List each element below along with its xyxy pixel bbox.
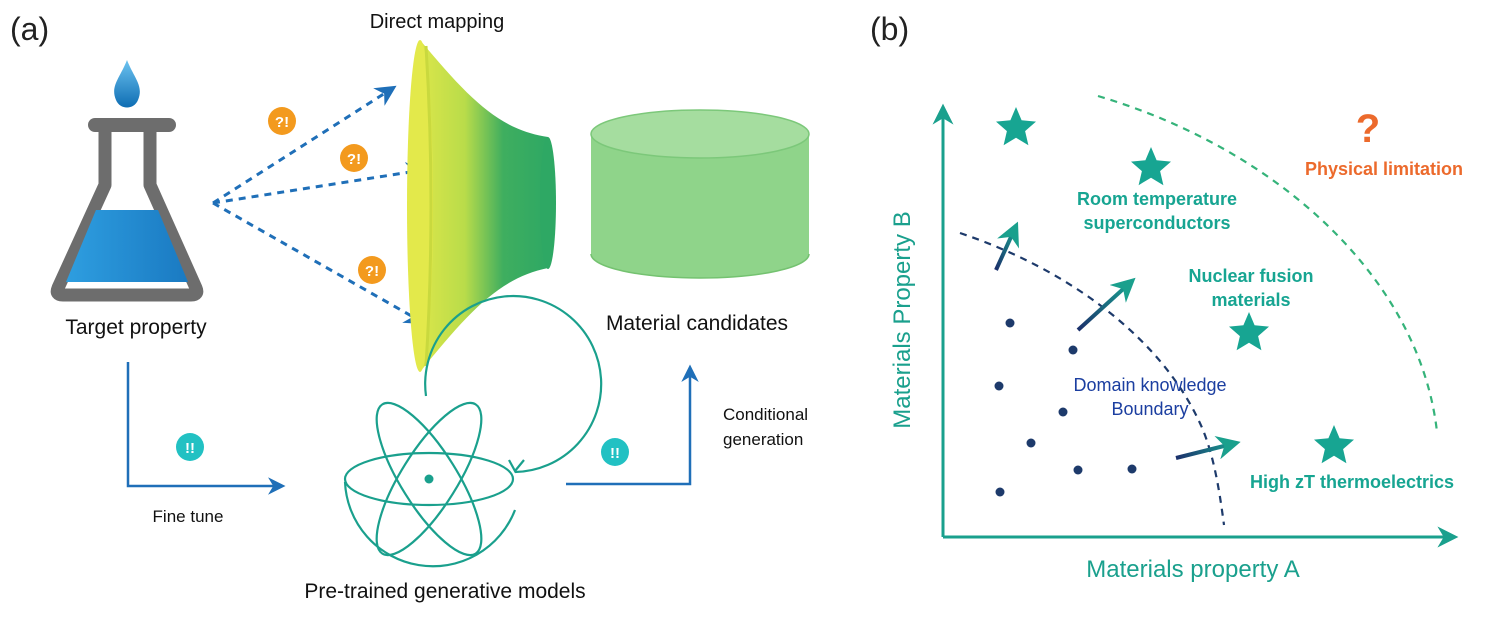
material-dot bbox=[1026, 438, 1036, 448]
target-property-label: Target property bbox=[65, 316, 207, 339]
fusion-line1: Nuclear fusion bbox=[1188, 266, 1313, 286]
material-dot bbox=[994, 381, 1004, 391]
flask-icon bbox=[50, 60, 204, 302]
star-icon bbox=[1314, 425, 1354, 464]
material-candidates-cylinder bbox=[590, 109, 810, 279]
question-badge-2: ?! bbox=[340, 144, 368, 172]
conditional-generation-arrow bbox=[566, 364, 699, 486]
material-dot bbox=[1073, 465, 1083, 475]
direct-mapping-arrows bbox=[212, 85, 428, 325]
question-badge-1: ?! bbox=[268, 107, 296, 135]
domain-knowledge-boundary bbox=[959, 231, 1226, 526]
domain-knowledge-line2: Boundary bbox=[1111, 399, 1188, 419]
funnel-icon bbox=[407, 40, 556, 372]
svg-text:?!: ?! bbox=[365, 263, 379, 280]
material-dot bbox=[995, 487, 1005, 497]
fine-tune-label: Fine tune bbox=[153, 507, 224, 526]
fine-tune-arrow bbox=[126, 362, 286, 495]
panel-b-label: (b) bbox=[870, 11, 909, 47]
room-temp-line1: Room temperature bbox=[1077, 189, 1237, 209]
question-mark: ? bbox=[1356, 107, 1380, 151]
y-axis-label: Materials Property B bbox=[889, 211, 916, 428]
fusion-line2: materials bbox=[1211, 290, 1290, 310]
thermoelectrics-label: High zT thermoelectrics bbox=[1250, 472, 1454, 492]
svg-text:?!: ?! bbox=[347, 151, 361, 168]
question-badge-3: ?! bbox=[358, 256, 386, 284]
domain-knowledge-line1: Domain knowledge bbox=[1073, 375, 1226, 395]
panel-a-label: (a) bbox=[10, 11, 49, 47]
svg-text:!!: !! bbox=[185, 440, 195, 457]
exploration-arrows bbox=[994, 221, 1241, 460]
material-dot bbox=[1005, 318, 1015, 328]
star-icon bbox=[1131, 147, 1171, 186]
material-dot bbox=[1058, 407, 1068, 417]
svg-text:?!: ?! bbox=[275, 114, 289, 131]
x-axis-label: Materials property A bbox=[1086, 556, 1299, 583]
pretrained-label: Pre-trained generative models bbox=[304, 580, 585, 603]
ok-badge-left: !! bbox=[176, 433, 204, 461]
conditional-label-line1: Conditional bbox=[723, 405, 808, 424]
flame-drop-icon bbox=[114, 60, 140, 108]
star-icon bbox=[996, 107, 1036, 146]
direct-mapping-label: Direct mapping bbox=[370, 11, 505, 33]
room-temp-line2: superconductors bbox=[1083, 213, 1230, 233]
star-icon bbox=[1229, 312, 1269, 351]
material-candidates-label: Material candidates bbox=[606, 312, 788, 335]
atom-icon bbox=[343, 294, 603, 568]
known-materials-dots bbox=[994, 318, 1137, 497]
conditional-label-line2: generation bbox=[723, 430, 803, 449]
physical-limitation-label: Physical limitation bbox=[1305, 159, 1463, 179]
axes bbox=[932, 103, 1459, 548]
target-stars bbox=[996, 107, 1354, 464]
material-dot bbox=[1127, 464, 1137, 474]
ok-badge-right: !! bbox=[601, 438, 629, 466]
material-dot bbox=[1068, 345, 1078, 355]
svg-text:!!: !! bbox=[610, 445, 620, 462]
